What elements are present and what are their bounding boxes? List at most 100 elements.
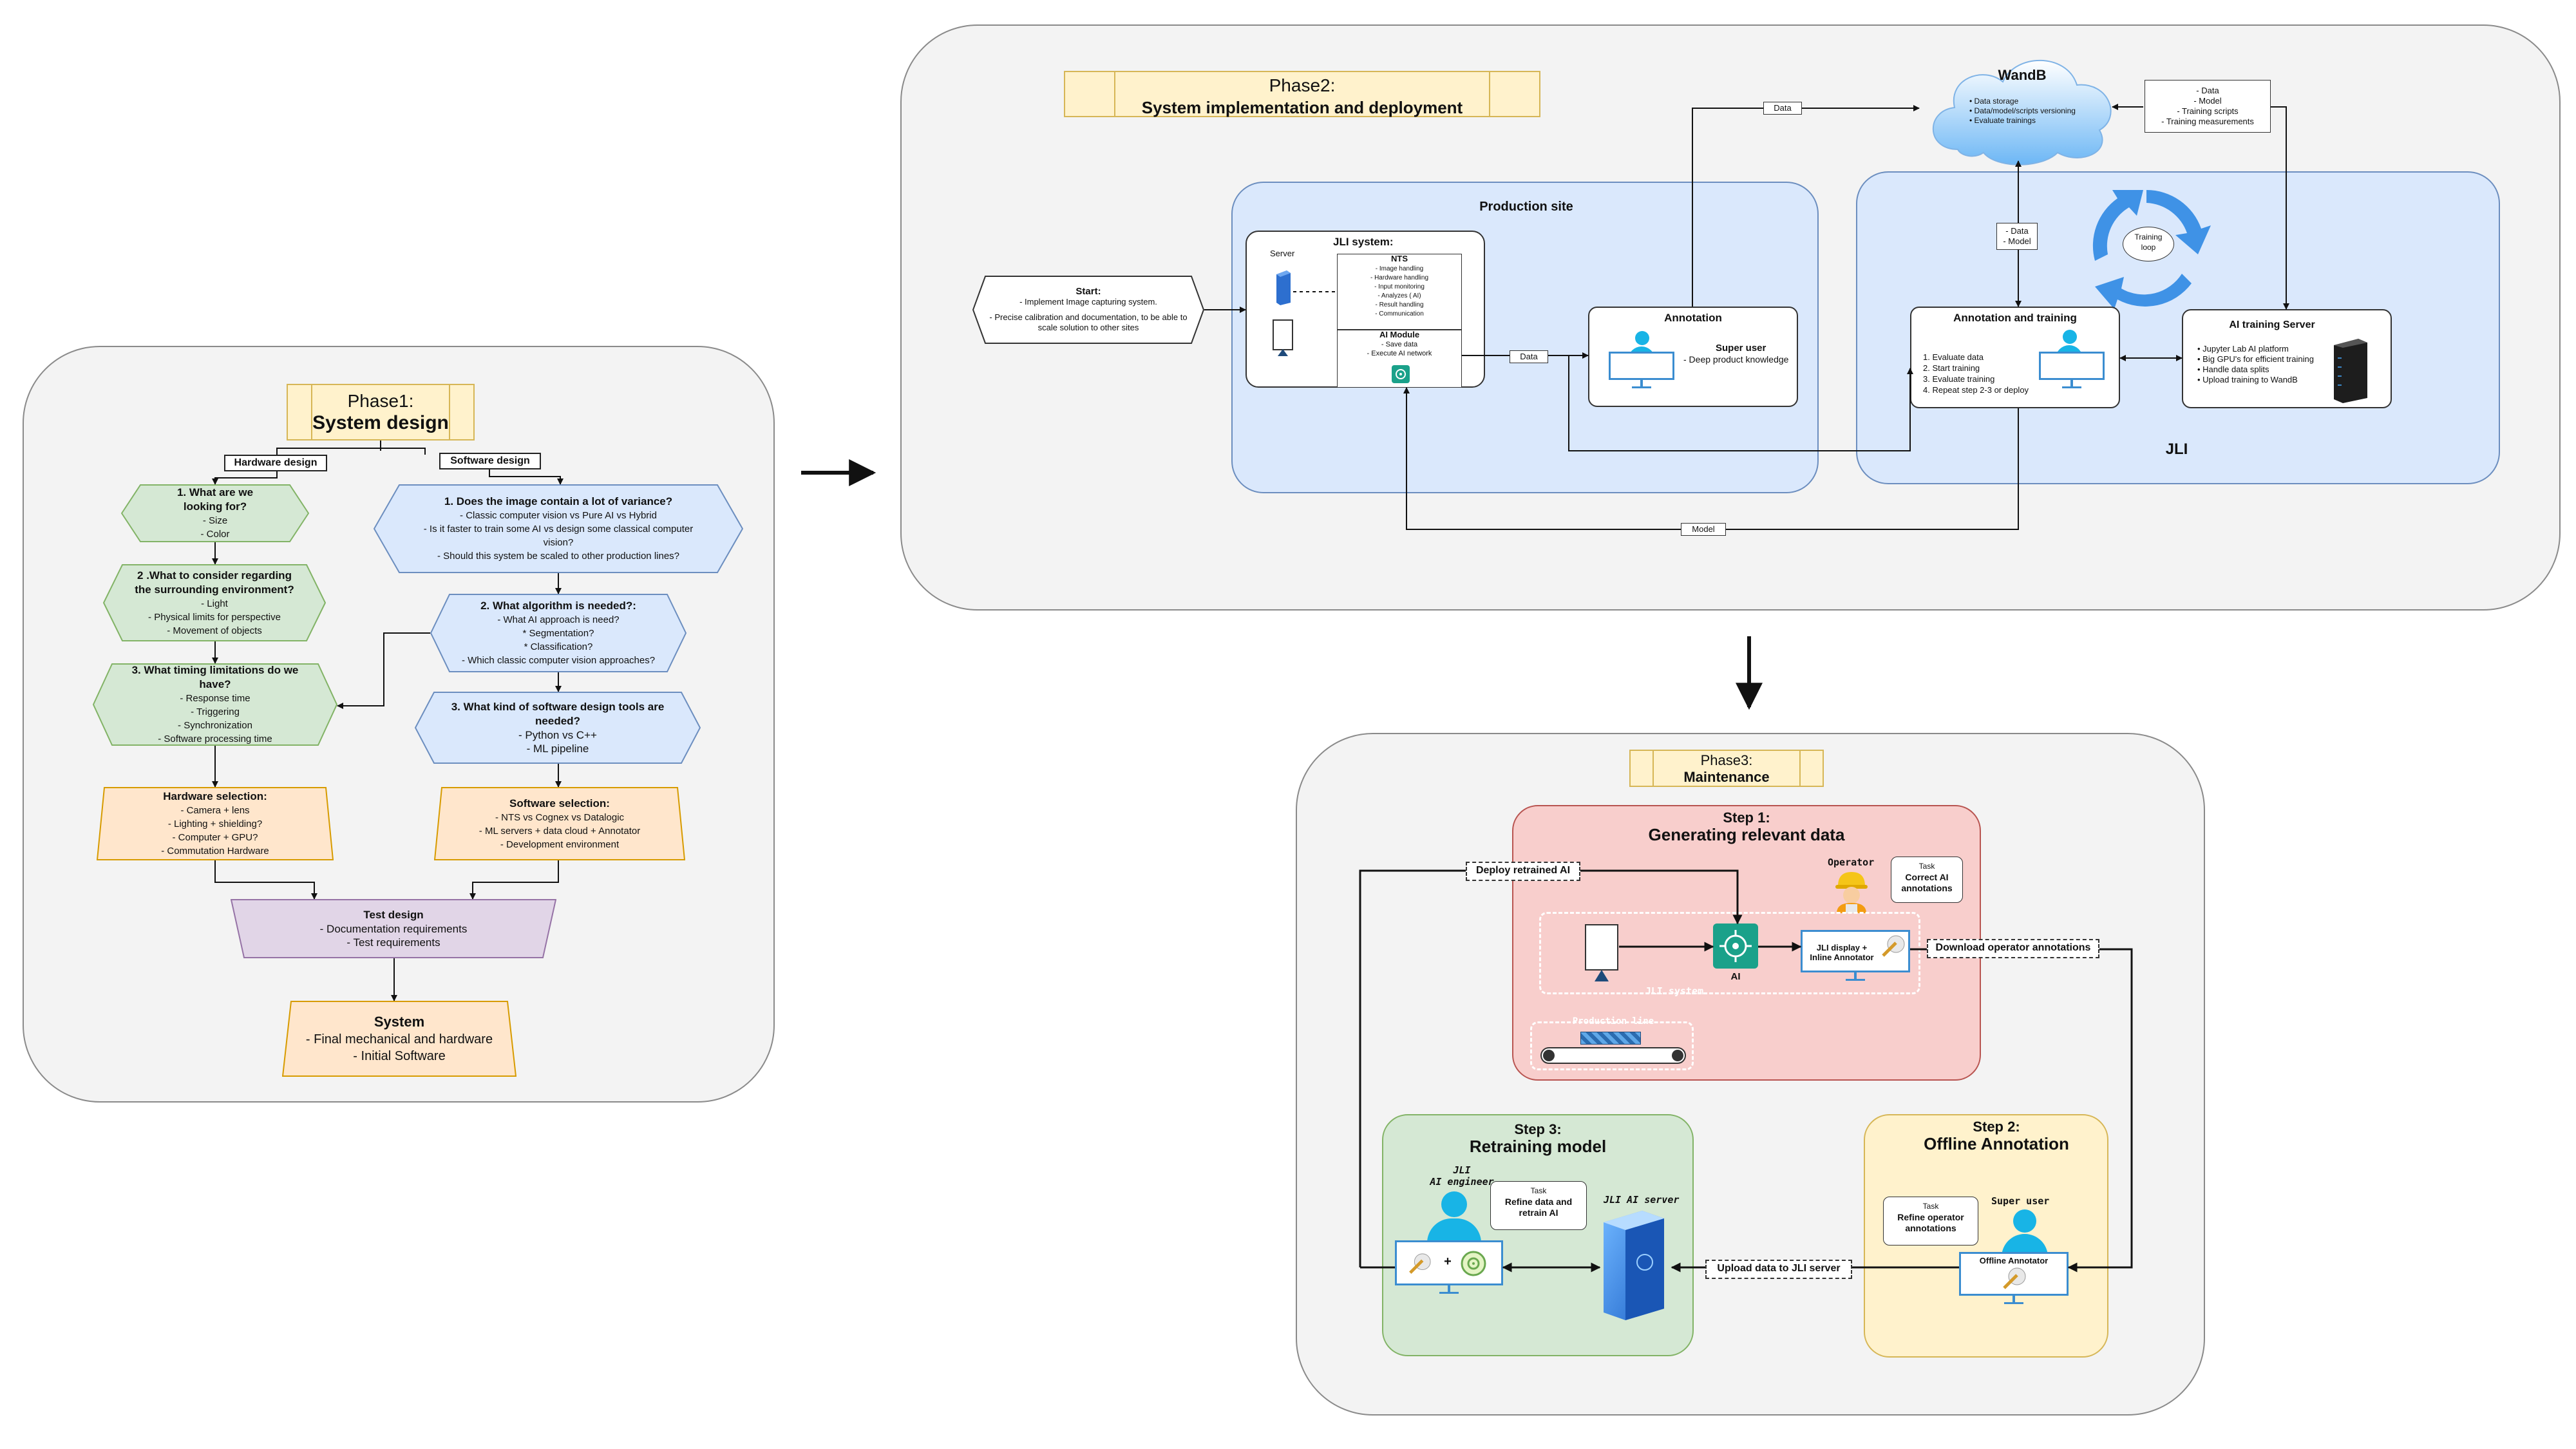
hw-q2-title: 2 .What to consider regarding the surrou… — [135, 569, 294, 596]
ai-server-item: • Upload training to WandB — [2197, 375, 2298, 384]
ai-training-server-list: • Jupyter Lab AI platform • Big GPU's fo… — [2197, 344, 2345, 385]
task2-line: annotations — [1905, 1223, 1956, 1233]
training-loop-label-box — [2123, 227, 2174, 261]
hw-q2-line: - Movement of objects — [167, 625, 262, 636]
sw-q2-line: * Segmentation? — [522, 628, 594, 639]
software-question-3: 3. What kind of software design tools ar… — [415, 692, 701, 764]
ai-server-item-text: Handle data splits — [2202, 365, 2269, 374]
model-label-bottom-overlay: Model — [1681, 523, 1726, 536]
jli-ai-engineer-label: JLI AI engineer — [1423, 1164, 1501, 1188]
task1-note: Task Correct AI annotations — [1891, 857, 1963, 903]
sw-q2-line: - What AI approach is need? — [497, 614, 620, 625]
sw-q2-line: * Classification? — [524, 641, 593, 652]
sw-q2-line: - Which classic computer vision approach… — [461, 655, 656, 666]
phase2-title: Phase2: System implementation and deploy… — [1064, 71, 1540, 117]
super-user-label-p3: Super user — [1991, 1195, 2050, 1207]
annotator-brush-icon-1 — [1882, 935, 1905, 957]
super-user-person-icon-p3 — [1999, 1209, 2050, 1257]
wandb-note-line: - Training measurements — [2161, 117, 2254, 126]
hardware-selection: Hardware selection: - Camera + lens - Li… — [97, 787, 334, 860]
wandb-item: • Data/model/scripts versioning — [1969, 106, 2076, 115]
ai-module-box: AI Module - Save data - Execute AI netwo… — [1337, 330, 1462, 388]
software-question-1: 1. Does the image contain a lot of varia… — [374, 484, 743, 573]
nts-line: - Analyzes ( AI) — [1378, 292, 1421, 299]
sw-q3-line: - Python vs C++ — [518, 729, 597, 741]
operator-worker-icon — [1835, 872, 1868, 913]
task3-line: retrain AI — [1519, 1208, 1558, 1218]
hw-q3-line: - Triggering — [191, 706, 240, 717]
ai-engineer-person-icon — [1423, 1191, 1485, 1243]
phase2-title-top: Phase2: — [1269, 75, 1336, 95]
plus-sign: + — [1444, 1255, 1452, 1269]
deploy-retrained-ai-label-overlay: Deploy retrained AI — [1466, 862, 1580, 881]
production-site-label: Production site — [1479, 200, 1573, 214]
ai-server-item: • Handle data splits — [2197, 365, 2269, 374]
jli-display-line: Inline Annotator — [1810, 952, 1874, 962]
wandb-item-text: Data/model/scripts versioning — [1974, 106, 2076, 115]
data-model-note-line: - Data — [2005, 226, 2029, 236]
hw-q3-title: 3. What timing limitations do we have? — [131, 664, 299, 690]
phase3-title-top: Phase3: — [1700, 752, 1753, 768]
wandb-item-text: Data storage — [1974, 97, 2019, 106]
wandb-item-text: Evaluate trainings — [1974, 116, 2036, 125]
wandb-note-line: - Data — [2196, 86, 2219, 95]
sw-q3-title: 3. What kind of software design tools ar… — [451, 701, 665, 727]
step3-title-top: Step 3: — [1514, 1121, 1562, 1137]
jli-ai-engineer-line: AI engineer — [1430, 1176, 1494, 1188]
ai-chip-icon — [1713, 923, 1758, 969]
test-design-line: - Documentation requirements — [319, 923, 468, 935]
task3-label: Task — [1530, 1186, 1547, 1195]
hw-q2-line: - Light — [201, 598, 228, 609]
phase3-title: Phase3: Maintenance — [1629, 750, 1824, 787]
nts-box: NTS - Image handling - Hardware handling… — [1337, 254, 1462, 330]
jli-ai-server-label: JLI AI server — [1604, 1194, 1680, 1206]
wandb-note-line: - Training scripts — [2177, 106, 2239, 116]
start-line: - Implement Image capturing system. — [1019, 297, 1157, 307]
task1-label: Task — [1918, 862, 1935, 871]
ai-module-title: AI Module — [1379, 330, 1420, 339]
ai-server-item: • Big GPU's for efficient training — [2197, 354, 2314, 364]
task3-line: Refine data and — [1504, 1197, 1573, 1207]
sw-q1-line: - Is it faster to train some AI vs desig… — [423, 524, 694, 548]
ai-server-item-text: Jupyter Lab AI platform — [2202, 344, 2289, 354]
hardware-question-3: 3. What timing limitations do we have? -… — [93, 663, 337, 746]
wandb-note-line: - Model — [2193, 96, 2222, 106]
phase1-title-bottom: System design — [312, 412, 449, 433]
step2-title: Step 2: Offline Annotation — [1887, 1118, 2106, 1153]
annotation-title: Annotation — [1664, 312, 1722, 324]
conveyor-belt-icon — [1540, 1047, 1686, 1064]
ai-training-server-title: AI training Server — [2229, 319, 2315, 330]
ai-module-line: - Save data — [1381, 341, 1418, 348]
nts-title: NTS — [1391, 254, 1408, 263]
hw-sel-title: Hardware selection: — [163, 790, 267, 802]
ai-server-item-text: Big GPU's for efficient training — [2202, 354, 2314, 364]
hw-q1-title: 1. What are we looking for? — [176, 486, 254, 513]
step3-title: Step 3: Retraining model — [1382, 1121, 1694, 1155]
hw-q3-line: - Synchronization — [178, 720, 252, 731]
step3-title-bottom: Retraining model — [1469, 1137, 1607, 1156]
data-label-middle-overlay: Data — [1510, 350, 1548, 363]
gpu-server-icon — [2334, 339, 2367, 403]
phase1-title: Phase1: System design — [287, 384, 475, 440]
test-design-line: - Test requirements — [346, 936, 440, 949]
start-box: Start: - Implement Image capturing syste… — [972, 276, 1204, 344]
hardware-question-1: 1. What are we looking for? - Size - Col… — [121, 484, 309, 542]
hw-sel-line: - Lighting + shielding? — [167, 819, 263, 829]
data-model-note-line: - Model — [2003, 236, 2031, 246]
training-loop-label: Training loop — [2134, 232, 2163, 252]
hardware-question-2: 2 .What to consider regarding the surrou… — [103, 564, 326, 641]
task2-label: Task — [1922, 1202, 1939, 1211]
step2-title-top: Step 2: — [1973, 1119, 2020, 1135]
ai-server-item: • Jupyter Lab AI platform — [2197, 344, 2289, 354]
ai-target-icon — [1461, 1251, 1486, 1276]
wandb-item: • Data storage — [1969, 97, 2019, 106]
camera-icon-p3 — [1585, 924, 1618, 981]
hw-q1-line: - Size — [202, 515, 228, 526]
jli-display-line: JLI display + — [1816, 943, 1868, 952]
phase1-title-top: Phase1: — [347, 391, 414, 411]
step1-title-top: Step 1: — [1723, 810, 1770, 826]
annotator-brush-icon-2 — [2003, 1267, 2026, 1289]
server-icon — [1274, 270, 1292, 305]
system-result: System - Final mechanical and hardware -… — [282, 1001, 516, 1077]
server-label: Server — [1270, 249, 1295, 258]
